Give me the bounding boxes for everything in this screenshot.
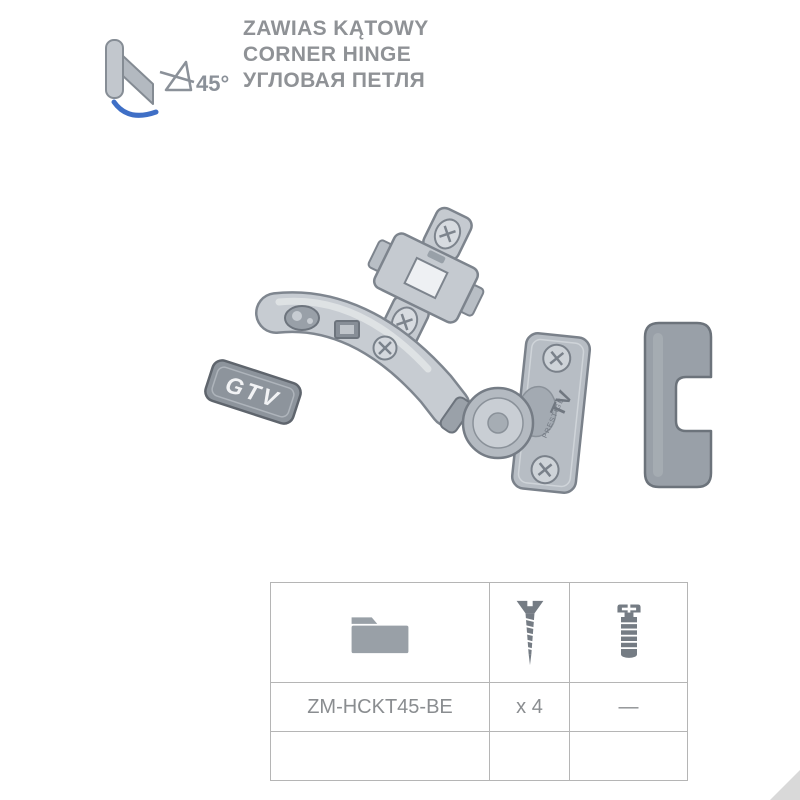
euro-screw-neck — [624, 612, 633, 617]
cover-cap: GTV — [204, 359, 302, 425]
hinge-angle-pictogram: 45° — [105, 39, 229, 118]
angle-symbol-line — [159, 70, 195, 84]
title-polish: ZAWIAS KĄTOWY — [243, 17, 429, 40]
pictogram-swing-arc — [111, 99, 159, 118]
empty-euro-screw-cell — [570, 732, 687, 780]
mounting-plate-window — [403, 256, 449, 300]
header-cell-product-code — [271, 583, 490, 683]
cup-flange-screw-bottom — [530, 455, 560, 485]
hinge-arm — [255, 291, 471, 428]
title-russian: УГЛОВАЯ ПЕТЛЯ — [243, 69, 426, 92]
pictogram-door — [122, 55, 154, 105]
folder-tab — [351, 616, 378, 624]
euro-screw-tip — [620, 650, 637, 658]
cover-cap-body — [204, 359, 302, 425]
hinge-cup-center — [487, 412, 509, 434]
product-illustration: GTV — [204, 206, 713, 494]
cup-flange-screw-top — [542, 343, 572, 373]
hinge-arm-highlight — [275, 297, 432, 373]
hinge-cup — [461, 386, 535, 460]
hinge-arm-window-inner — [340, 325, 354, 334]
mounting-plate — [367, 206, 485, 350]
hinge-arm-cam-slot — [284, 305, 320, 331]
empty-wood-screw-cell — [490, 732, 570, 780]
hinge-arm-cam-pin — [307, 318, 313, 324]
euro-screw-qty-cell: — — [570, 683, 687, 732]
hinge-arm-cam — [292, 311, 302, 321]
euro-screw-cross-h — [621, 607, 636, 610]
hinge-arm-adjust-screw — [372, 335, 398, 361]
screw-head — [516, 600, 543, 613]
mounting-plate-slot — [427, 250, 446, 264]
spacer-wedge-face — [653, 333, 663, 477]
euro-screw-icon — [616, 602, 641, 658]
wood-screw-qty-cell: x 4 — [490, 683, 570, 732]
title-english: CORNER HINGE — [243, 43, 412, 66]
angle-value: 45° — [196, 71, 229, 96]
header-cell-euro-screws — [570, 583, 687, 683]
folder-body — [351, 625, 409, 653]
spacer-wedge — [643, 321, 713, 489]
empty-code-cell — [271, 732, 490, 780]
mounting-plate-screw-top — [433, 218, 462, 250]
page-corner-fold — [770, 770, 800, 800]
product-titles: ZAWIAS KĄTOWY CORNER HINGE УГЛОВАЯ ПЕТЛЯ — [243, 16, 429, 94]
wood-screw-icon — [516, 598, 543, 665]
screw-slot — [526, 598, 533, 606]
cover-cap-bevel — [211, 366, 295, 418]
header-cell-wood-screws — [490, 583, 570, 683]
spec-table: ZM-HCKT45-BE x 4 — — [270, 582, 688, 781]
pictogram-side-panel — [105, 39, 124, 99]
screw-tip — [528, 653, 531, 665]
folder-icon — [351, 616, 409, 653]
product-code-cell: ZM-HCKT45-BE — [271, 683, 490, 732]
